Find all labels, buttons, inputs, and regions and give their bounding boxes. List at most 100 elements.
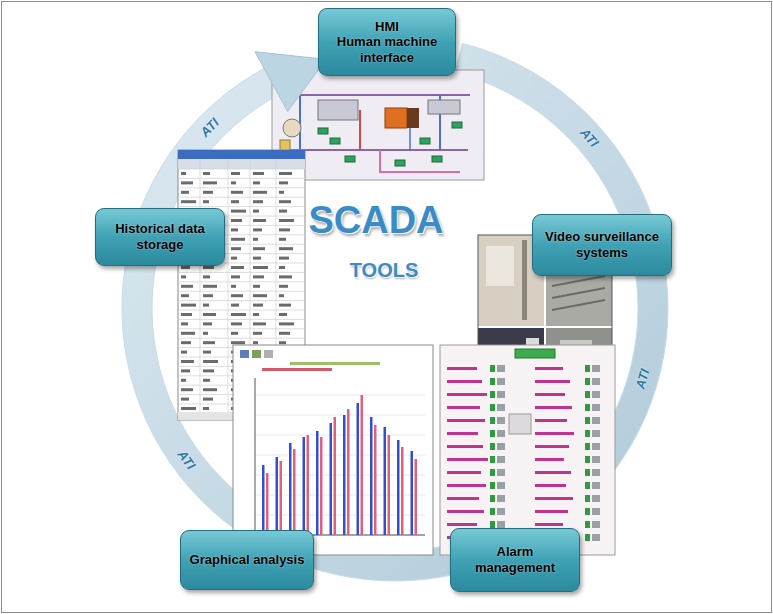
grid-line <box>178 328 305 329</box>
pipe <box>409 128 411 150</box>
cell-entry <box>181 266 190 269</box>
alarm-name <box>535 432 574 435</box>
cell-entry <box>279 332 290 335</box>
cell-entry <box>181 341 191 344</box>
alarm-name <box>447 523 477 526</box>
alarm-icon <box>585 443 590 450</box>
cell-entry <box>279 228 290 231</box>
grid-line <box>178 169 305 170</box>
bar <box>384 427 387 535</box>
cell-entry <box>203 407 209 410</box>
divider <box>478 326 612 328</box>
window-frame <box>440 345 615 555</box>
cell-entry <box>253 341 258 344</box>
bar <box>370 417 373 535</box>
cell-entry <box>231 181 236 184</box>
cell-entry <box>203 285 217 288</box>
alarm-icon <box>490 404 495 411</box>
grid-line <box>178 300 305 301</box>
box-title: Alarm management <box>457 544 573 575</box>
cell-entry <box>231 172 240 175</box>
cell-entry <box>181 181 193 184</box>
cell-entry <box>279 322 294 325</box>
grid-line <box>255 395 425 396</box>
history-box: Historical data storage <box>95 208 225 266</box>
alarm-icon <box>585 430 590 437</box>
alarm-icon <box>592 456 600 463</box>
alarm-icon <box>490 443 495 450</box>
cell-entry <box>203 369 214 372</box>
video-box: Video surveillance systems <box>532 214 672 276</box>
logo-text: ATI <box>175 448 198 473</box>
alarm-name <box>447 419 485 422</box>
bar <box>316 431 319 535</box>
equipment <box>318 100 358 120</box>
chart-screenshot <box>233 345 433 555</box>
pipe <box>359 110 361 150</box>
equipment <box>428 100 460 114</box>
alarm-icon <box>497 521 505 528</box>
alarm-name <box>447 367 477 370</box>
alarm-icon <box>497 417 505 424</box>
cell-entry <box>181 369 190 372</box>
alarm-icon <box>592 417 600 424</box>
box-text: Human machine interface <box>325 34 449 65</box>
bar <box>262 465 265 535</box>
stair <box>552 300 605 310</box>
pipe <box>285 94 470 96</box>
status-light <box>318 128 328 134</box>
bar <box>357 403 360 535</box>
cell-entry <box>181 407 196 410</box>
cell-entry <box>253 181 260 184</box>
toolbar-icon <box>264 350 273 358</box>
alarm-icon <box>497 365 505 372</box>
alarm-icon <box>592 495 600 502</box>
alarm-name <box>535 458 564 461</box>
alarm-icon <box>497 391 505 398</box>
cell-entry <box>203 398 213 401</box>
cell-entry <box>231 200 239 203</box>
alarm-name <box>535 471 571 474</box>
cell-entry <box>203 200 209 203</box>
bar <box>276 457 279 535</box>
cell-entry <box>231 294 243 297</box>
cell-entry <box>279 341 286 344</box>
logo-text: ATI <box>198 116 222 140</box>
cell-entry <box>203 388 217 391</box>
bar <box>320 437 323 535</box>
alarm-name <box>447 458 488 461</box>
cell-entry <box>203 304 209 307</box>
alarm-icon <box>497 508 505 515</box>
cell-entry <box>181 275 186 278</box>
cell-entry <box>253 191 267 194</box>
cell-entry <box>231 191 243 194</box>
cell-entry <box>203 172 210 175</box>
logo-text: ATI <box>577 125 601 149</box>
cell-entry <box>253 247 265 250</box>
bar <box>330 423 333 535</box>
cell-entry <box>203 341 215 344</box>
alarm-icon <box>585 378 590 385</box>
cell-entry <box>279 191 284 194</box>
cell-entry <box>181 351 187 354</box>
status-light <box>345 156 355 162</box>
bar <box>280 461 283 535</box>
alarm-icon <box>585 417 590 424</box>
alarm-icon <box>592 391 600 398</box>
alarm-name <box>535 393 565 396</box>
cell-entry <box>231 332 238 335</box>
cell-entry <box>203 332 208 335</box>
cell-entry <box>279 200 291 203</box>
pipe <box>522 240 527 320</box>
alarm-icon <box>585 482 590 489</box>
grid-line <box>200 159 201 412</box>
alarm-box: Alarm management <box>450 528 580 592</box>
box-title: Video surveillance systems <box>539 229 665 260</box>
cell-entry <box>181 191 189 194</box>
cell-entry <box>203 379 210 382</box>
alarm-name <box>447 393 487 396</box>
alarm-icon <box>497 469 505 476</box>
bar <box>401 447 404 535</box>
